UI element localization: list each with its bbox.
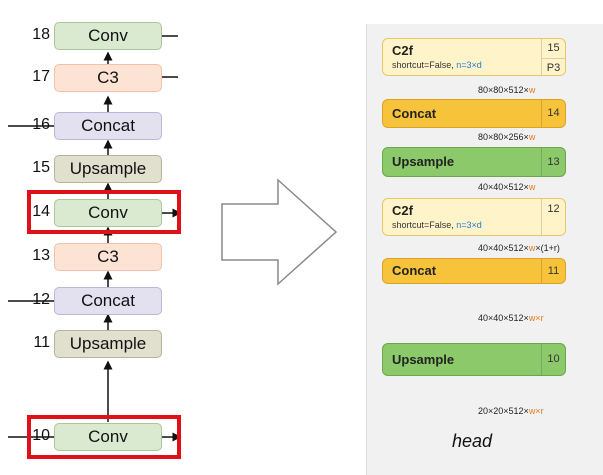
block-title: Upsample [392, 154, 455, 169]
shape-tail: ×(1+r) [535, 243, 560, 253]
layer-index: 10 [32, 427, 50, 444]
block-title: C2f [392, 43, 413, 58]
arrow-right-icon [221, 178, 338, 286]
block-index: 15 P3 [541, 39, 565, 75]
highlight-box-10 [27, 415, 181, 459]
block-index: 10 [541, 344, 565, 375]
block-c2f-15: C2f shortcut=False, n=3×d 15 P3 [382, 38, 566, 76]
layer-index: 14 [32, 203, 50, 220]
block-upsample-11: Upsample [54, 330, 162, 358]
shape-var: w [528, 85, 536, 95]
layer-index: 17 [32, 68, 50, 85]
index-value: 15 [542, 39, 565, 59]
shape-var: w [528, 182, 536, 192]
highlight-box-14 [27, 190, 181, 234]
tensor-shape: 20×20×512×w×r [478, 406, 544, 416]
tensor-shape: 80×80×512×w [478, 85, 535, 95]
shape-var: w [528, 132, 536, 142]
block-upsample-13: Upsample 13 [382, 147, 566, 177]
head-label: head [452, 431, 493, 451]
block-params: shortcut=False, n=3×d [392, 60, 541, 70]
block-conv-10: Conv [54, 423, 162, 451]
shape-base: 80×80×256× [478, 132, 529, 142]
layer-index: 18 [32, 26, 50, 43]
block-c3-17: C3 [54, 64, 162, 92]
tensor-shape: 40×40×512×w×(1+r) [478, 243, 560, 253]
block-title: Concat [392, 106, 437, 121]
shape-base: 80×80×512× [478, 85, 529, 95]
shape-var: w [528, 243, 536, 253]
tensor-shape: 40×40×512×w×r [478, 313, 544, 323]
shape-var: w×r [528, 313, 544, 323]
block-c2f-12: C2f shortcut=False, n=3×d 12 [382, 198, 566, 236]
layer-index: 16 [32, 116, 50, 133]
block-concat-11: Concat 11 [382, 258, 566, 284]
layer-index: 15 [32, 159, 50, 176]
block-index: 12 [541, 199, 565, 235]
params-shortcut: shortcut=False, [392, 220, 457, 230]
layer-index: 11 [33, 334, 50, 351]
block-concat-16: Concat [54, 112, 162, 140]
block-concat-14: Concat 14 [382, 99, 566, 128]
output-tag: P3 [546, 62, 561, 74]
params-n: n=3×d [456, 60, 482, 70]
tensor-shape: 80×80×256×w [478, 132, 535, 142]
block-upsample-15: Upsample [54, 155, 162, 183]
block-title: C2f [392, 203, 413, 218]
block-title: Upsample [392, 352, 455, 367]
tensor-shape: 40×40×512×w [478, 182, 535, 192]
shape-var: w×r [528, 406, 544, 416]
block-params: shortcut=False, n=3×d [392, 220, 541, 230]
params-n: n=3×d [456, 220, 482, 230]
block-concat-12: Concat [54, 287, 162, 315]
block-index: 13 [541, 148, 565, 176]
block-conv-14: Conv [54, 199, 162, 227]
shape-base: 40×40×512× [478, 313, 529, 323]
block-title: Concat [392, 263, 437, 278]
layer-index: 12 [32, 291, 50, 308]
block-index: 14 [541, 100, 565, 127]
shape-base: 20×20×512× [478, 406, 529, 416]
params-shortcut: shortcut=False, [392, 60, 457, 70]
shape-base: 40×40×512× [478, 243, 529, 253]
block-upsample-10: Upsample 10 [382, 343, 566, 376]
block-conv-18: Conv [54, 22, 162, 50]
layer-index: 13 [32, 247, 50, 264]
block-index: 11 [541, 259, 565, 283]
block-c3-13: C3 [54, 243, 162, 271]
shape-base: 40×40×512× [478, 182, 529, 192]
